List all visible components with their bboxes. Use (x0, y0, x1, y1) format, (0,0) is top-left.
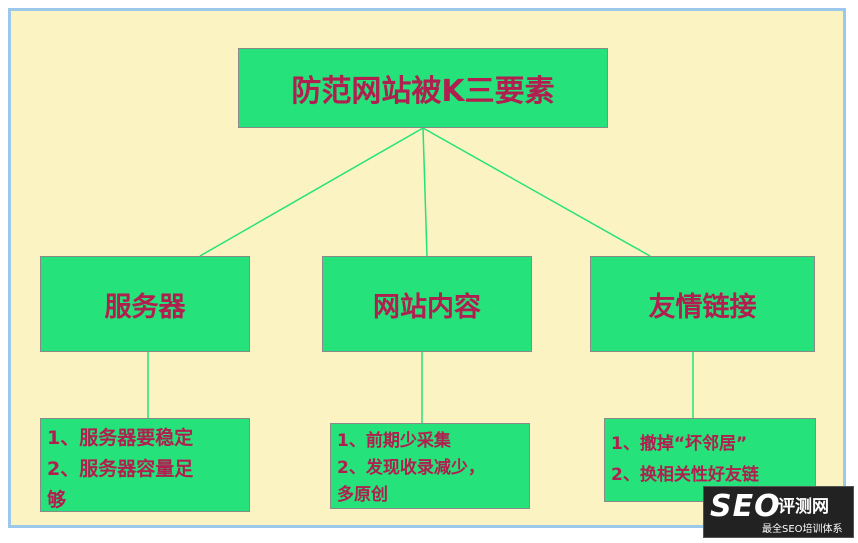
detail-server-item-2: 2、服务器容量足 (47, 458, 194, 480)
watermark-brand: SEO (710, 489, 781, 524)
watermark-tagline: 最全SEO培训体系 (762, 524, 843, 535)
category-server: 服务器 (40, 256, 250, 352)
detail-server: 1、服务器要稳定 2、服务器容量足 够 (40, 418, 250, 512)
detail-content-item-1: 1、前期少采集 (337, 431, 451, 451)
detail-server-item-1: 1、服务器要稳定 (47, 427, 194, 449)
category-links: 友情链接 (590, 256, 815, 352)
watermark-logo: SEO 评测网 最全SEO培训体系 (703, 486, 854, 538)
detail-content: 1、前期少采集 2、发现收录减少， 多原创 (330, 423, 530, 509)
detail-server-item-3: 够 (47, 489, 67, 511)
detail-links-item-2: 2、换相关性好友链 (611, 465, 759, 485)
connector-title-to-content (422, 127, 428, 257)
connector-title-to-links (422, 127, 651, 257)
watermark-name: 评测网 (778, 497, 829, 517)
category-content: 网站内容 (322, 256, 532, 352)
connector-title-to-server (199, 127, 424, 257)
detail-content-item-2: 2、发现收录减少， (337, 458, 485, 478)
diagram-title-box: 防范网站被K三要素 (238, 48, 608, 128)
detail-content-item-3: 多原创 (337, 485, 388, 505)
detail-links-item-1: 1、撤掉“坏邻居” (611, 434, 748, 454)
